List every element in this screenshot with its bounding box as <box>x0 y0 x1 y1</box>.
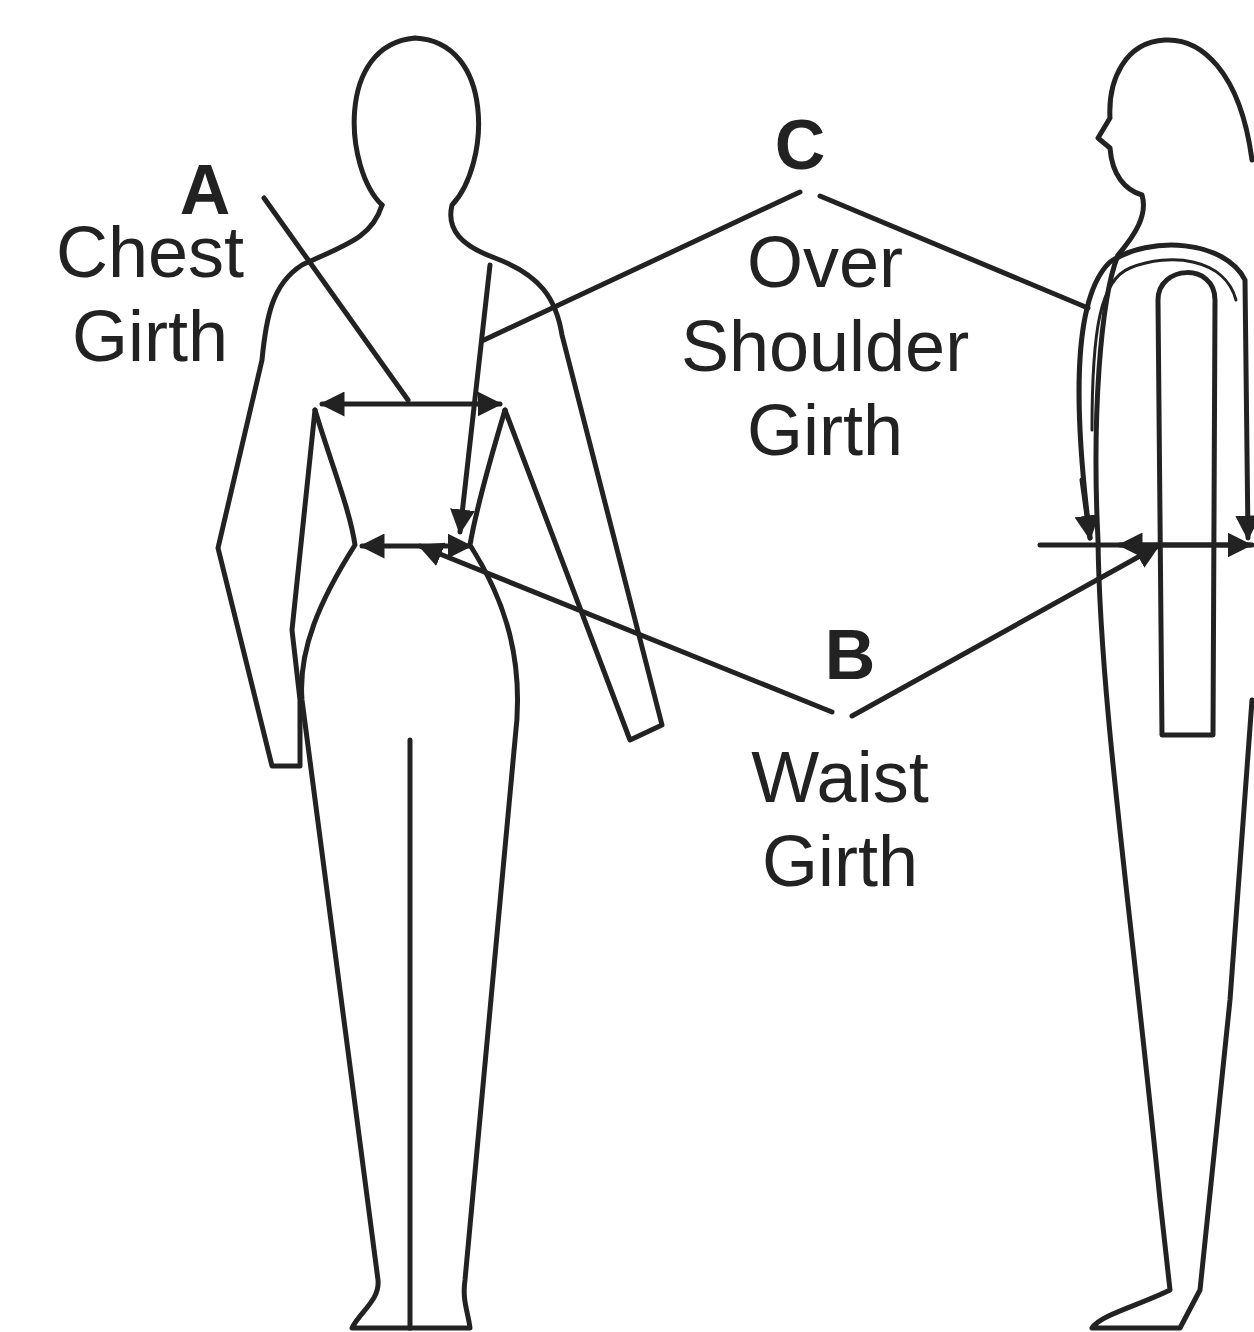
leader-line <box>420 546 832 712</box>
leader-line <box>852 546 1158 716</box>
leg-divider <box>408 740 413 1328</box>
measurement-name: Over Shoulder Girth <box>640 220 1010 472</box>
leader-line <box>264 198 408 400</box>
measurement-name: Chest Girth <box>25 210 275 378</box>
side-figure-outline <box>1092 40 1252 1328</box>
measurement-name: Waist Girth <box>700 735 980 903</box>
callout-letter: B <box>795 620 905 690</box>
over-shoulder-tape-start <box>1082 480 1090 538</box>
waist-girth-arrow <box>362 544 470 549</box>
side-waist-arrow <box>1120 543 1250 548</box>
over-shoulder-tape-inner <box>1092 260 1236 430</box>
side-figure-arm <box>1158 273 1215 735</box>
over-shoulder-arrow <box>460 265 490 532</box>
callout-letter: C <box>745 110 855 180</box>
side-waist-line <box>1040 543 1252 548</box>
over-shoulder-tape <box>1079 245 1248 538</box>
